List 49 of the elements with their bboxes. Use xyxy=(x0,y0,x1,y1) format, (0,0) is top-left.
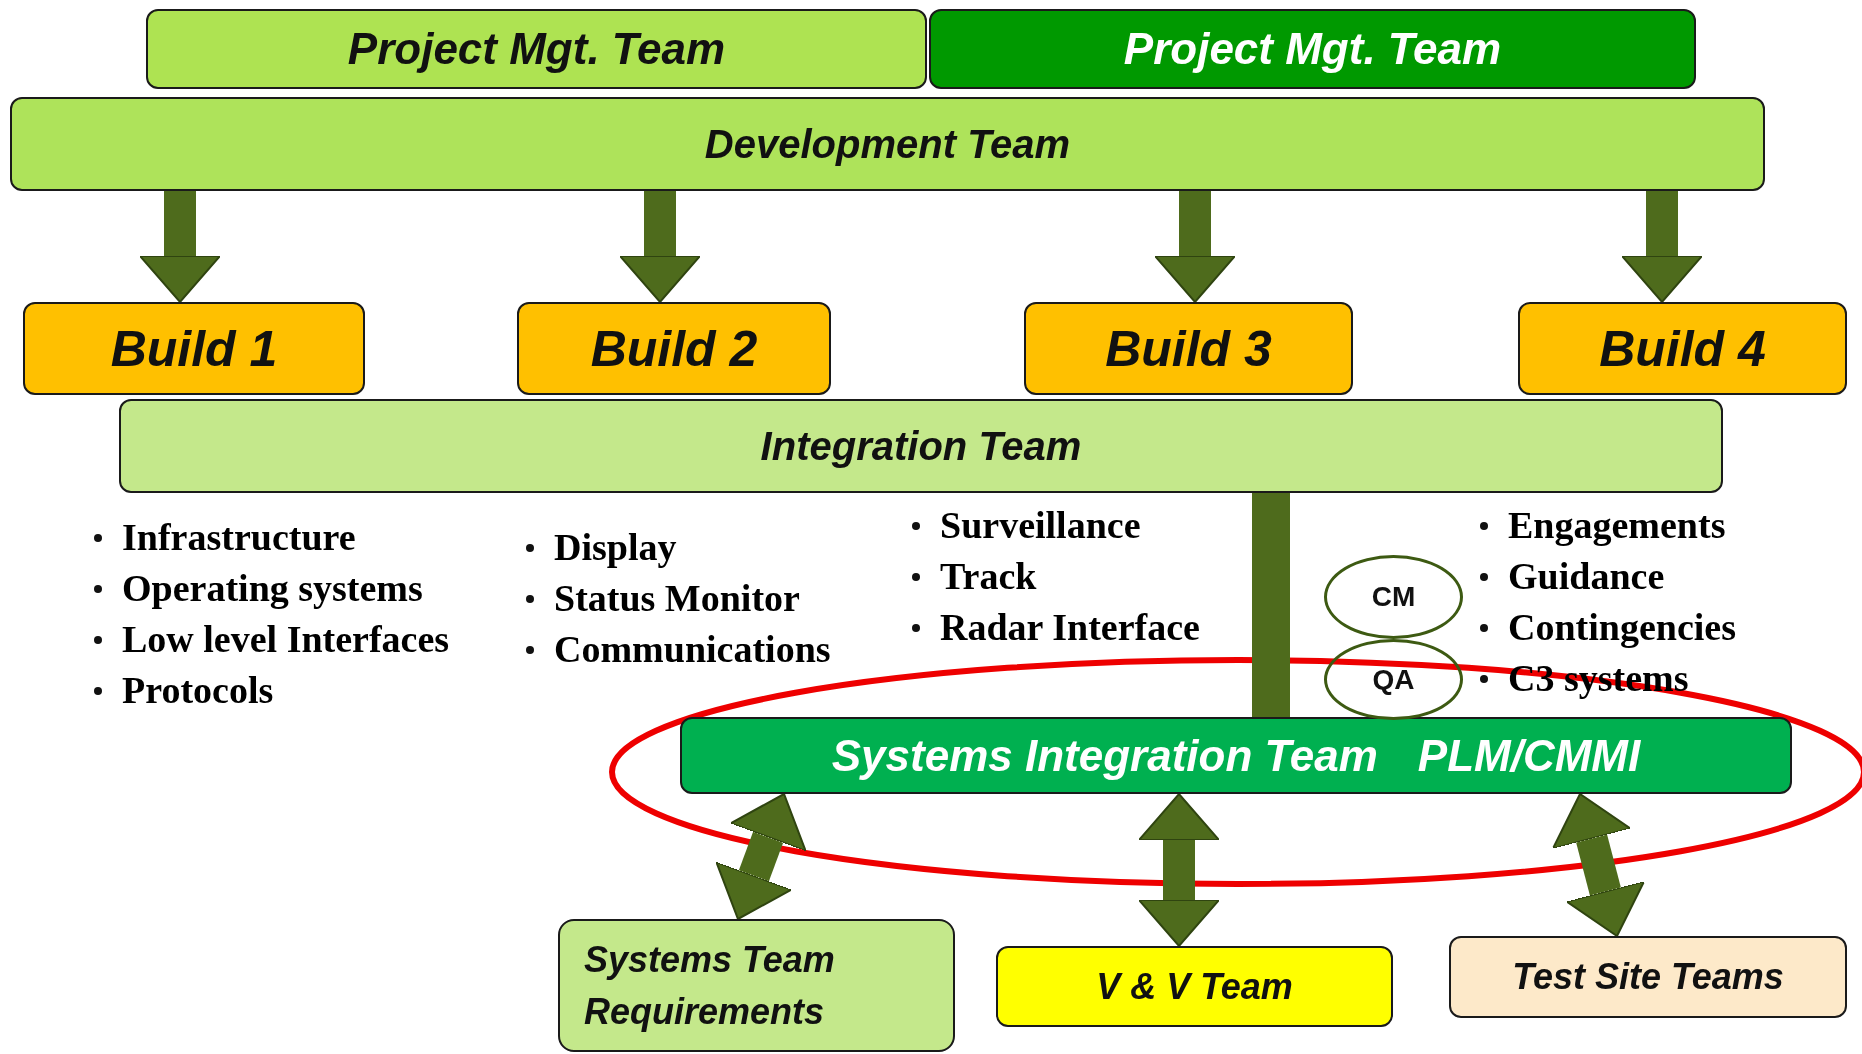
node-label: Development Team xyxy=(704,121,1071,167)
bullet-item: Operating systems xyxy=(122,566,423,611)
ellipse-node xyxy=(1324,555,1463,639)
node-label: Project Mgt. Team xyxy=(347,24,726,74)
node-label: CM xyxy=(1371,581,1416,613)
bullet-item: Radar Interface xyxy=(940,605,1200,650)
build-box xyxy=(1518,302,1847,395)
bullet-item: Protocols xyxy=(122,668,274,713)
block-arrow xyxy=(139,191,221,303)
bullet-item: Surveillance xyxy=(940,503,1141,548)
team-box xyxy=(996,946,1393,1027)
node-label: Build 4 xyxy=(1599,319,1766,378)
bullet-item: Infrastructure xyxy=(122,515,356,560)
node-label: PLM/CMMI xyxy=(1417,730,1641,781)
node-label: Project Mgt. Team xyxy=(1123,24,1502,74)
bullet-item: Track xyxy=(940,554,1037,599)
team-box xyxy=(146,9,927,89)
block-arrow xyxy=(1154,191,1236,303)
node-label: Build 2 xyxy=(590,319,758,378)
block-arrow xyxy=(715,793,807,920)
bullet-item: Low level Interfaces xyxy=(122,617,450,662)
bullet-item: Communications xyxy=(554,627,831,672)
block-arrow xyxy=(619,191,701,303)
build-box xyxy=(23,302,365,395)
block-arrow xyxy=(1551,793,1646,937)
bullet-item: Engagements xyxy=(1508,503,1726,548)
node-label: Test Site Teams xyxy=(1512,956,1784,998)
bullet-item: Status Monitor xyxy=(554,576,800,621)
node-label: QA xyxy=(1372,663,1415,696)
node-label: V & V Team xyxy=(1096,965,1293,1008)
block-arrow xyxy=(1138,793,1220,947)
node-label: Build 3 xyxy=(1105,319,1272,378)
team-box xyxy=(929,9,1696,89)
node-label: Systems Team Requirements xyxy=(584,937,836,1034)
bullet-item: Guidance xyxy=(1508,554,1665,599)
connector-bar xyxy=(1252,493,1290,717)
team-box xyxy=(10,97,1765,191)
build-box xyxy=(1024,302,1353,395)
node-label: Systems Integration Team xyxy=(831,730,1378,781)
team-box xyxy=(119,399,1723,493)
team-box xyxy=(558,919,955,1052)
bullet-item: Contingencies xyxy=(1508,605,1736,650)
bullet-item: Display xyxy=(554,525,677,570)
build-box xyxy=(517,302,831,395)
node-label: Integration Team xyxy=(760,423,1082,469)
team-box xyxy=(1449,936,1847,1018)
node-label: Build 1 xyxy=(110,319,278,378)
team-box xyxy=(680,717,1792,794)
block-arrow xyxy=(1621,191,1703,303)
